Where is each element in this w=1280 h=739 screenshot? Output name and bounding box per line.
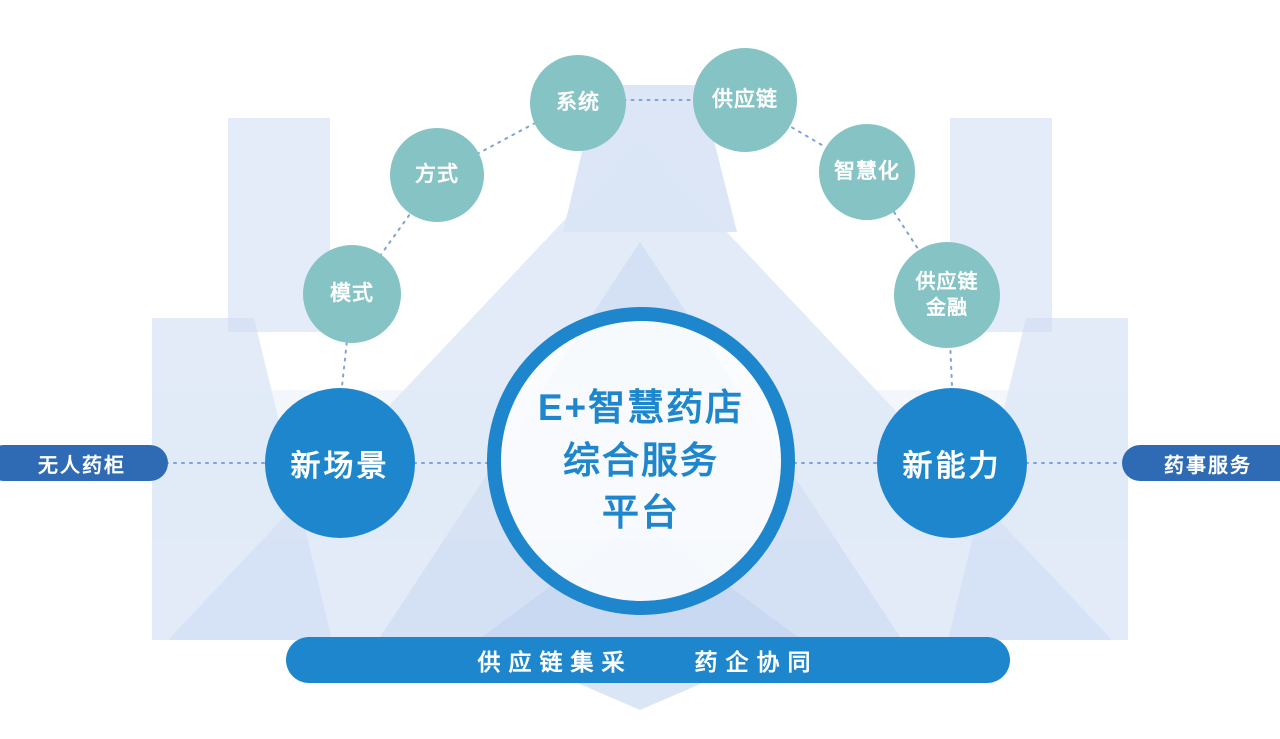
- platform-title-line-2: 综合服务: [562, 439, 719, 481]
- platform-title-line-1: E+智慧药店: [537, 387, 745, 429]
- arc-node-system: 系统: [530, 55, 626, 151]
- platform-title: E+智慧药店 综合服务 平台: [538, 382, 744, 540]
- bg-shape-left-band: [152, 318, 332, 640]
- platform-center-circle: E+智慧药店 综合服务 平台: [487, 307, 795, 615]
- pharmacy-service-label: 药事服务: [1122, 445, 1280, 481]
- new-capability-node: 新能力: [877, 388, 1027, 538]
- arc-node-supply-chain-finance: 供应链 金融: [894, 242, 1000, 348]
- bottom-banner: 供应链集采 药企协同: [286, 637, 1010, 683]
- banner-item-procurement: 供应链集采: [477, 649, 633, 675]
- bg-shape-right-band: [948, 318, 1128, 640]
- arc-node-smartization: 智慧化: [819, 124, 915, 220]
- platform-title-line-3: 平台: [601, 492, 680, 534]
- banner-item-collaboration: 药企协同: [694, 649, 819, 675]
- arc-node-mode: 模式: [303, 245, 401, 343]
- unmanned-cabinet-label: 无人药柜: [0, 445, 168, 481]
- new-scenario-node: 新场景: [265, 388, 415, 538]
- arc-node-method: 方式: [390, 128, 484, 222]
- arc-node-supply-chain: 供应链: [693, 48, 797, 152]
